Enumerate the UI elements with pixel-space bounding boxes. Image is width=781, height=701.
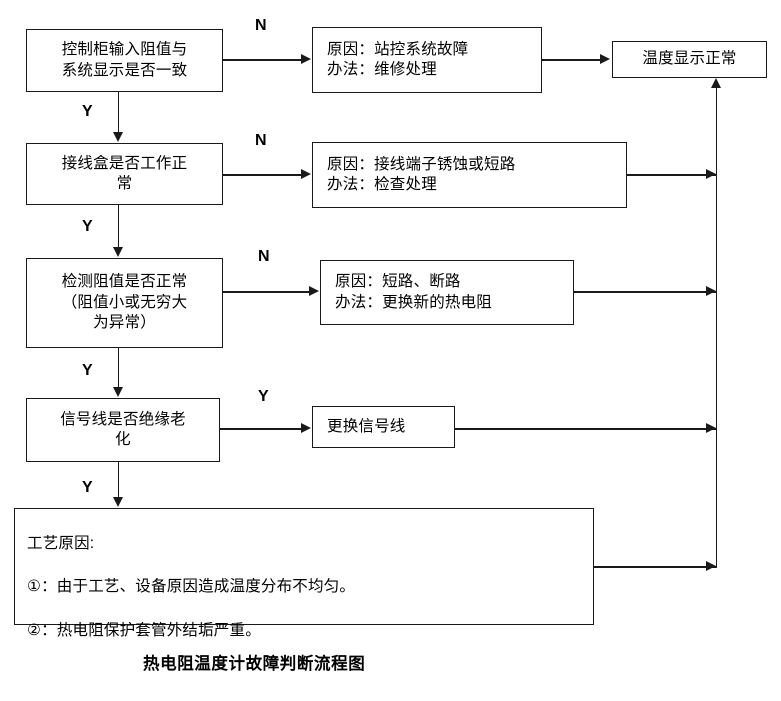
arrowhead-d3-to-o3 xyxy=(309,286,319,296)
collector-rail-vertical xyxy=(715,88,718,566)
decision-node-3-label: 检测阻值是否正常 （阻值小或无穷大 为异常） xyxy=(61,273,188,332)
decision-node-2[interactable]: 接线盒是否工作正 常 xyxy=(26,143,223,205)
outcome-node-2[interactable]: 原因：接线端子锈蚀或短路 办法：检查处理 xyxy=(312,142,627,208)
connector-o3-to-rail xyxy=(574,291,717,293)
branch-label-y3: Y xyxy=(82,362,93,379)
outcome-node-4-label: 更换信号线 xyxy=(327,417,406,435)
branch-label-y4: Y xyxy=(82,479,93,496)
connector-d1-to-o1 xyxy=(223,59,303,61)
outcome-node-4[interactable]: 更换信号线 xyxy=(312,406,455,448)
connector-d4-to-o4 xyxy=(220,428,303,430)
connector-d3-to-d4 xyxy=(117,348,120,388)
connector-d2-to-o2 xyxy=(223,174,303,176)
connector-o1-to-terminal xyxy=(542,59,602,61)
arrowhead-d4-to-o4 xyxy=(301,423,311,433)
connector-o4-to-rail xyxy=(455,428,717,430)
arrowhead-d2-to-o2 xyxy=(301,169,311,179)
decision-node-1[interactable]: 控制柜输入阻值与 系统显示是否一致 xyxy=(26,29,223,92)
arrowhead-d4-to-reasons xyxy=(113,497,123,507)
arrowhead-d3-to-d4 xyxy=(113,387,123,397)
outcome-node-1-label: 原因：站控系统故障 办法：维修处理 xyxy=(327,40,469,78)
terminal-node-label: 温度显示正常 xyxy=(642,50,737,68)
branch-label-y1: Y xyxy=(82,103,93,120)
process-reasons-item-2: ②：热电阻保护套管外结垢严重。 xyxy=(27,621,261,639)
process-reasons-item-1: ①：由于工艺、设备原因造成温度分布不均匀。 xyxy=(27,577,356,595)
decision-node-2-label: 接线盒是否工作正 常 xyxy=(61,154,188,192)
decision-node-4[interactable]: 信号线是否绝缘老 化 xyxy=(26,398,220,462)
terminal-node-temperature-normal[interactable]: 温度显示正常 xyxy=(612,41,767,78)
connector-reasons-to-rail xyxy=(594,566,717,568)
outcome-node-2-label: 原因：接线端子锈蚀或短路 办法：检查处理 xyxy=(327,155,516,193)
arrowhead-d1-to-d2 xyxy=(113,132,123,142)
process-reasons-box[interactable]: 工艺原因: ①：由于工艺、设备原因造成温度分布不均匀。 ②：热电阻保护套管外结垢… xyxy=(14,508,594,638)
diagram-title: 热电阻温度计故障判断流程图 xyxy=(143,655,366,673)
process-reasons-heading: 工艺原因: xyxy=(27,534,95,552)
arrowhead-d2-to-d3 xyxy=(113,247,123,257)
branch-label-n2: N xyxy=(255,132,267,149)
connector-d3-to-o3 xyxy=(223,291,311,293)
outcome-node-3[interactable]: 原因：短路、断路 办法：更换新的热电阻 xyxy=(320,260,574,325)
decision-node-4-label: 信号线是否绝缘老 化 xyxy=(60,410,186,448)
arrowhead-rail-to-terminal xyxy=(711,78,721,88)
arrowhead-o2-to-rail xyxy=(706,169,716,179)
branch-label-n1: N xyxy=(255,17,267,34)
arrowhead-o4-to-rail xyxy=(706,423,716,433)
branch-label-n3: N xyxy=(258,248,270,265)
decision-node-3[interactable]: 检测阻值是否正常 （阻值小或无穷大 为异常） xyxy=(26,258,223,348)
connector-d2-to-d3 xyxy=(117,205,120,248)
arrowhead-o3-to-rail xyxy=(706,286,716,296)
decision-node-1-label: 控制柜输入阻值与 系统显示是否一致 xyxy=(61,41,188,79)
arrowhead-reasons-to-rail xyxy=(706,561,716,571)
outcome-node-1[interactable]: 原因：站控系统故障 办法：维修处理 xyxy=(312,27,542,93)
arrowhead-d1-to-o1 xyxy=(301,54,311,64)
connector-d4-to-reasons xyxy=(117,462,120,498)
outcome-node-3-label: 原因：短路、断路 办法：更换新的热电阻 xyxy=(335,273,493,311)
branch-label-y2: Y xyxy=(82,218,93,235)
arrowhead-o1-to-terminal xyxy=(600,54,610,64)
connector-d1-to-d2 xyxy=(117,92,120,133)
branch-label-y-side4: Y xyxy=(258,388,269,405)
connector-o2-to-rail xyxy=(627,174,717,176)
